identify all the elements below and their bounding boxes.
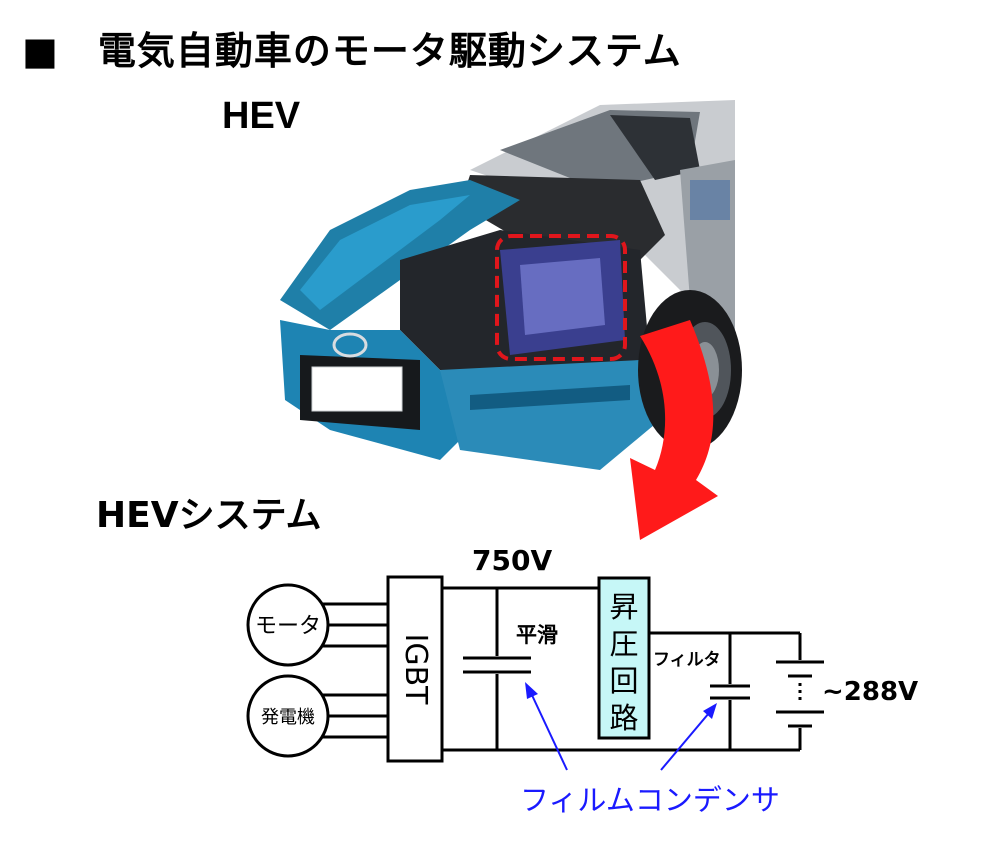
motor-label: モータ — [255, 614, 321, 639]
film-capacitor-label: フィルムコンデンサ — [520, 783, 780, 817]
hev-system-label: HEVシステム — [96, 495, 322, 536]
filter-label: フィルタ — [653, 650, 721, 670]
smoothing-label: 平滑 — [516, 623, 558, 647]
boost-char-2: 圧 — [609, 627, 638, 661]
generator-label: 発電機 — [261, 707, 315, 728]
boost-char-1: 昇 — [609, 590, 638, 624]
boost-char-4: 路 — [609, 701, 638, 735]
red-arrow — [630, 320, 718, 540]
circuit — [246, 575, 824, 763]
page-title: ■ 電気自動車のモータ駆動システム — [22, 29, 682, 73]
vehicle-photo — [280, 100, 742, 470]
motor-highlight-box — [495, 234, 627, 361]
hev-label: HEV — [222, 95, 301, 137]
boost-char-3: 回 — [609, 664, 638, 698]
igbt-label: IGBT — [398, 633, 433, 705]
voltage-high-label: 750V — [472, 544, 552, 577]
battery-voltage-label: ~288V — [822, 677, 918, 707]
annotation-arrows — [525, 682, 717, 771]
